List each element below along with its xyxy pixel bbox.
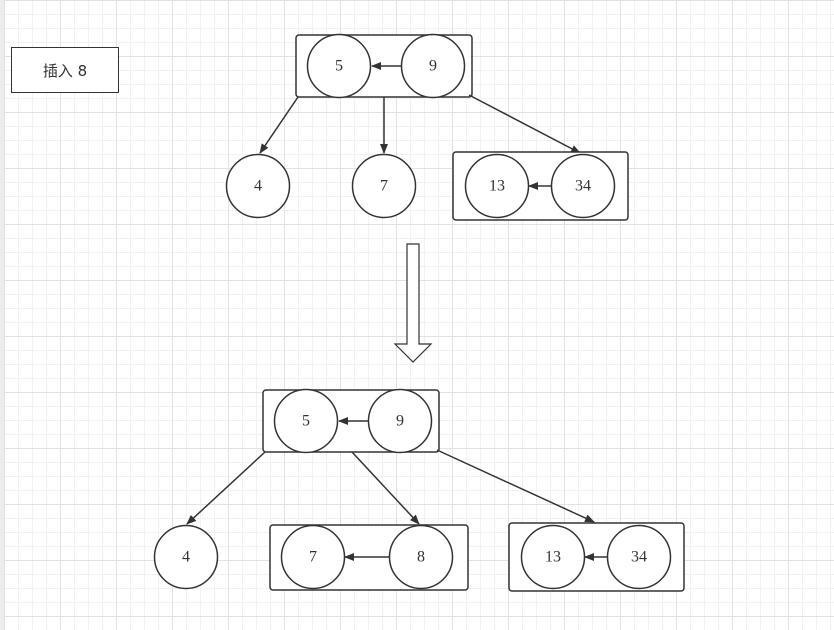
tree-before: 5 9 4 7 13 34 (225, 33, 629, 221)
key-circle (388, 524, 454, 590)
key-label: 13 (545, 549, 561, 566)
key-label: 34 (575, 178, 591, 195)
key-circle (306, 33, 372, 99)
key-label: 34 (631, 549, 647, 566)
child-edge (186, 451, 266, 525)
key-circle (351, 153, 417, 219)
key-circle (606, 524, 672, 590)
child-edge (259, 96, 299, 154)
transition-arrow (393, 243, 433, 363)
key-label: 5 (335, 58, 343, 75)
key-circle (273, 388, 339, 454)
key-label: 4 (254, 178, 262, 195)
canvas-edge (0, 0, 4, 630)
key-label: 13 (489, 178, 505, 195)
key-label: 5 (302, 413, 310, 430)
key-circle (225, 153, 291, 219)
tree-after: 5 9 4 7 8 13 34 (153, 388, 685, 592)
child-edge (468, 94, 581, 154)
key-label: 8 (417, 549, 425, 566)
key-label: 7 (380, 178, 388, 195)
key-label: 4 (182, 549, 190, 566)
key-label: 7 (309, 549, 317, 566)
key-circle (153, 524, 219, 590)
key-circle (550, 153, 616, 219)
child-edge (351, 451, 420, 525)
operation-label: 插入 8 (11, 47, 119, 93)
child-edge (436, 449, 595, 523)
key-label: 9 (396, 413, 404, 430)
key-label: 9 (429, 58, 437, 75)
